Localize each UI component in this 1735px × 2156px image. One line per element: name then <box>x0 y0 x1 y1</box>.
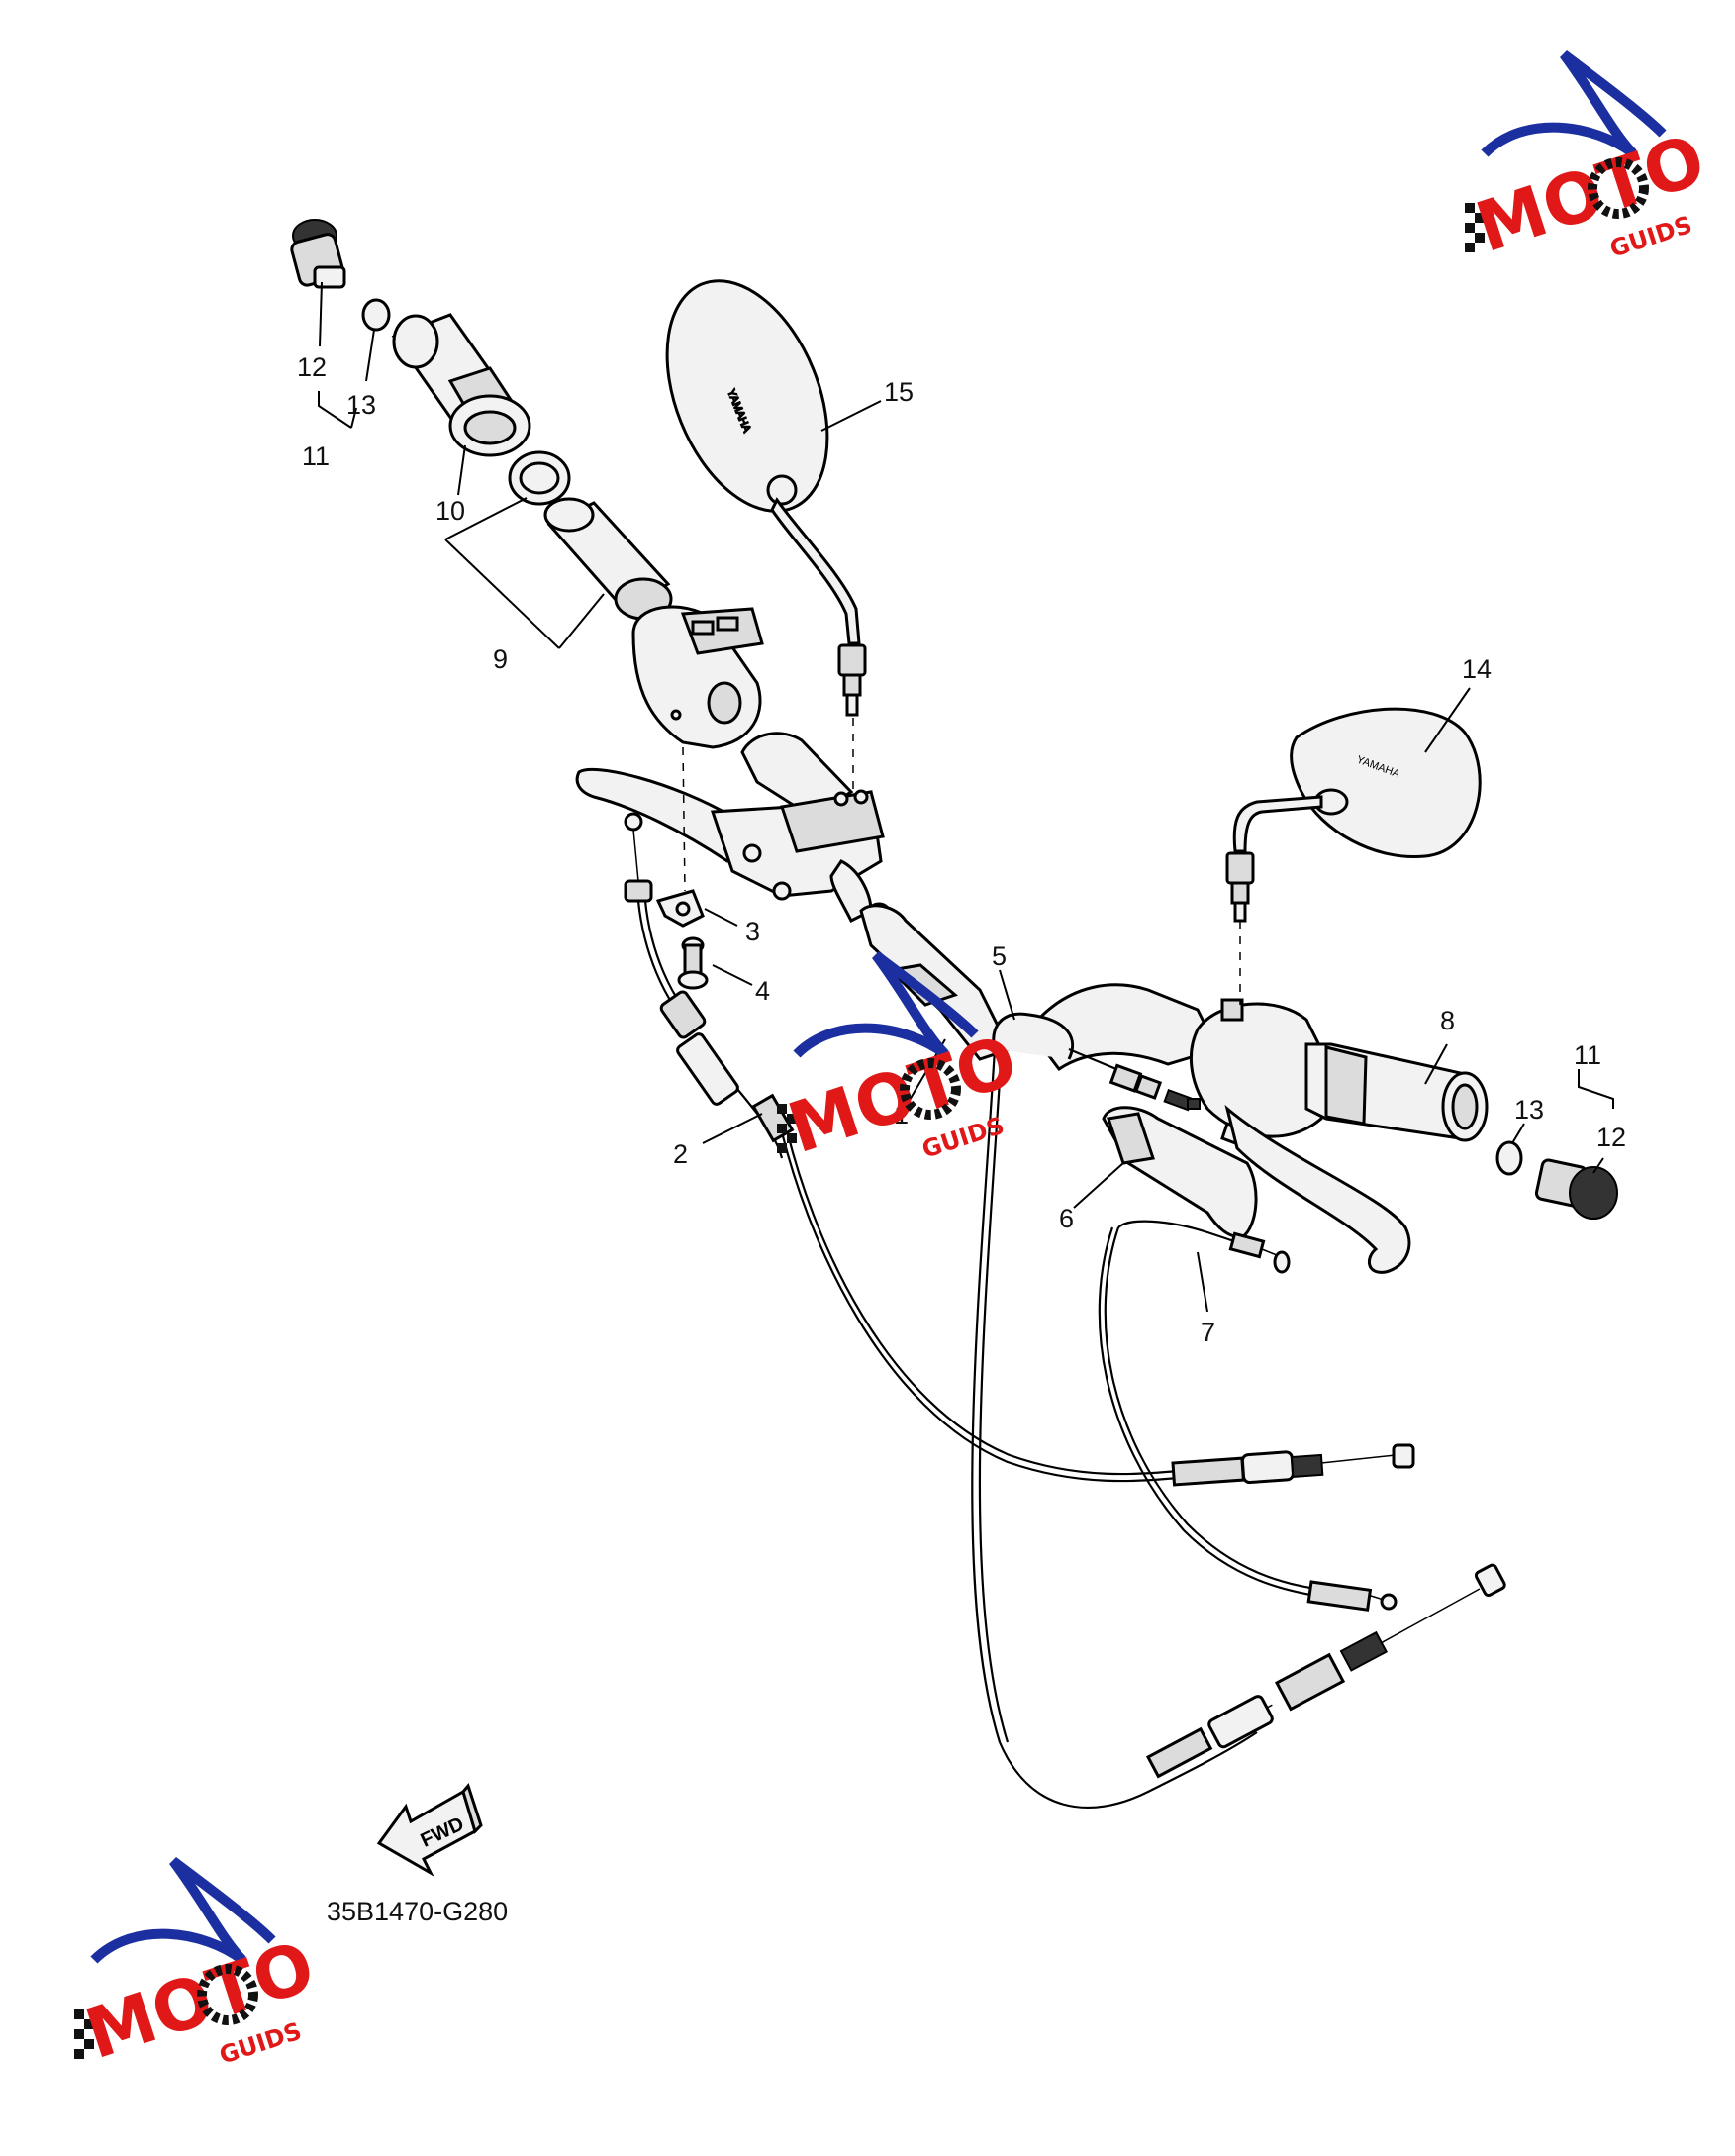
watermark-logo-bottom-left: MOTO GUIDS <box>74 1857 324 2075</box>
label-3: 3 <box>745 917 760 946</box>
brake-cable-2 <box>780 1108 1189 1476</box>
ring-9 <box>508 450 571 506</box>
label-7: 7 <box>1201 1318 1215 1347</box>
bolt-4 <box>677 936 709 990</box>
fwd-arrow-icon: FWD <box>376 1782 483 1877</box>
front-brake-master-cylinder <box>575 768 893 930</box>
alignment-dashes <box>682 718 1278 1709</box>
label-4: 4 <box>755 976 770 1006</box>
watermark-logo-top-right: MOTO GUIDS <box>1465 50 1714 268</box>
logo-checker-icon <box>1465 203 1485 252</box>
clutch-lever <box>1224 1104 1411 1274</box>
mirror-15: YAMAHA <box>665 279 867 717</box>
label-13-right: 13 <box>1514 1095 1544 1125</box>
logo-gear-icon <box>1588 157 1649 219</box>
label-11-left: 11 <box>302 441 330 471</box>
logo-gear-icon <box>900 1058 961 1120</box>
left-grip-10 <box>391 313 531 457</box>
logo-gear-icon <box>197 1964 258 2025</box>
washer-13-left <box>361 298 391 332</box>
logo-swoosh-icon <box>793 951 979 1059</box>
throttle-cable-5 <box>971 1048 1258 1810</box>
watermark-logo-center: MOTO GUIDS <box>777 951 1026 1169</box>
bracket-3 <box>655 889 705 928</box>
clutch-cable-7 <box>1104 1226 1317 1591</box>
throttle-tube-9 <box>543 497 673 621</box>
cable-5-upper <box>992 1012 1201 1112</box>
label-12-left: 12 <box>297 352 327 382</box>
cables <box>774 1048 1317 1810</box>
label-11-right: 11 <box>1574 1040 1601 1070</box>
cable-7-upper <box>1117 1220 1291 1274</box>
label-10: 10 <box>435 496 465 526</box>
figure-code: 35B1470-G280 <box>327 1897 508 1926</box>
label-12-right: 12 <box>1596 1123 1626 1152</box>
part-labels: 12 13 11 10 9 15 14 3 4 5 8 11 13 12 1 2… <box>297 352 1626 1347</box>
logo-checker-icon <box>777 1104 797 1153</box>
logo-swoosh-icon <box>90 1857 276 1965</box>
label-1: 1 <box>894 1100 909 1129</box>
logo-checker-icon <box>74 2009 94 2059</box>
grip-end-12-right <box>1534 1158 1618 1220</box>
label-8: 8 <box>1440 1006 1455 1035</box>
label-6: 6 <box>1059 1204 1074 1233</box>
leader-lines <box>318 281 1614 1313</box>
label-14: 14 <box>1462 654 1492 684</box>
washer-13-right <box>1495 1140 1523 1176</box>
label-9: 9 <box>493 644 508 674</box>
logo-swoosh-icon <box>1481 50 1667 158</box>
left-switch-housing <box>631 605 764 749</box>
mirror-14: YAMAHA <box>1225 707 1482 923</box>
clutch-perch-6 <box>1102 1106 1258 1239</box>
right-grip-8 <box>1304 1042 1489 1142</box>
grip-end-12-left <box>290 219 346 289</box>
cable-ends <box>1145 1443 1506 1779</box>
left-grip-assembly <box>290 219 673 621</box>
label-2: 2 <box>673 1139 688 1169</box>
label-15: 15 <box>884 377 914 407</box>
label-13-left: 13 <box>346 390 376 420</box>
label-5: 5 <box>992 941 1007 971</box>
